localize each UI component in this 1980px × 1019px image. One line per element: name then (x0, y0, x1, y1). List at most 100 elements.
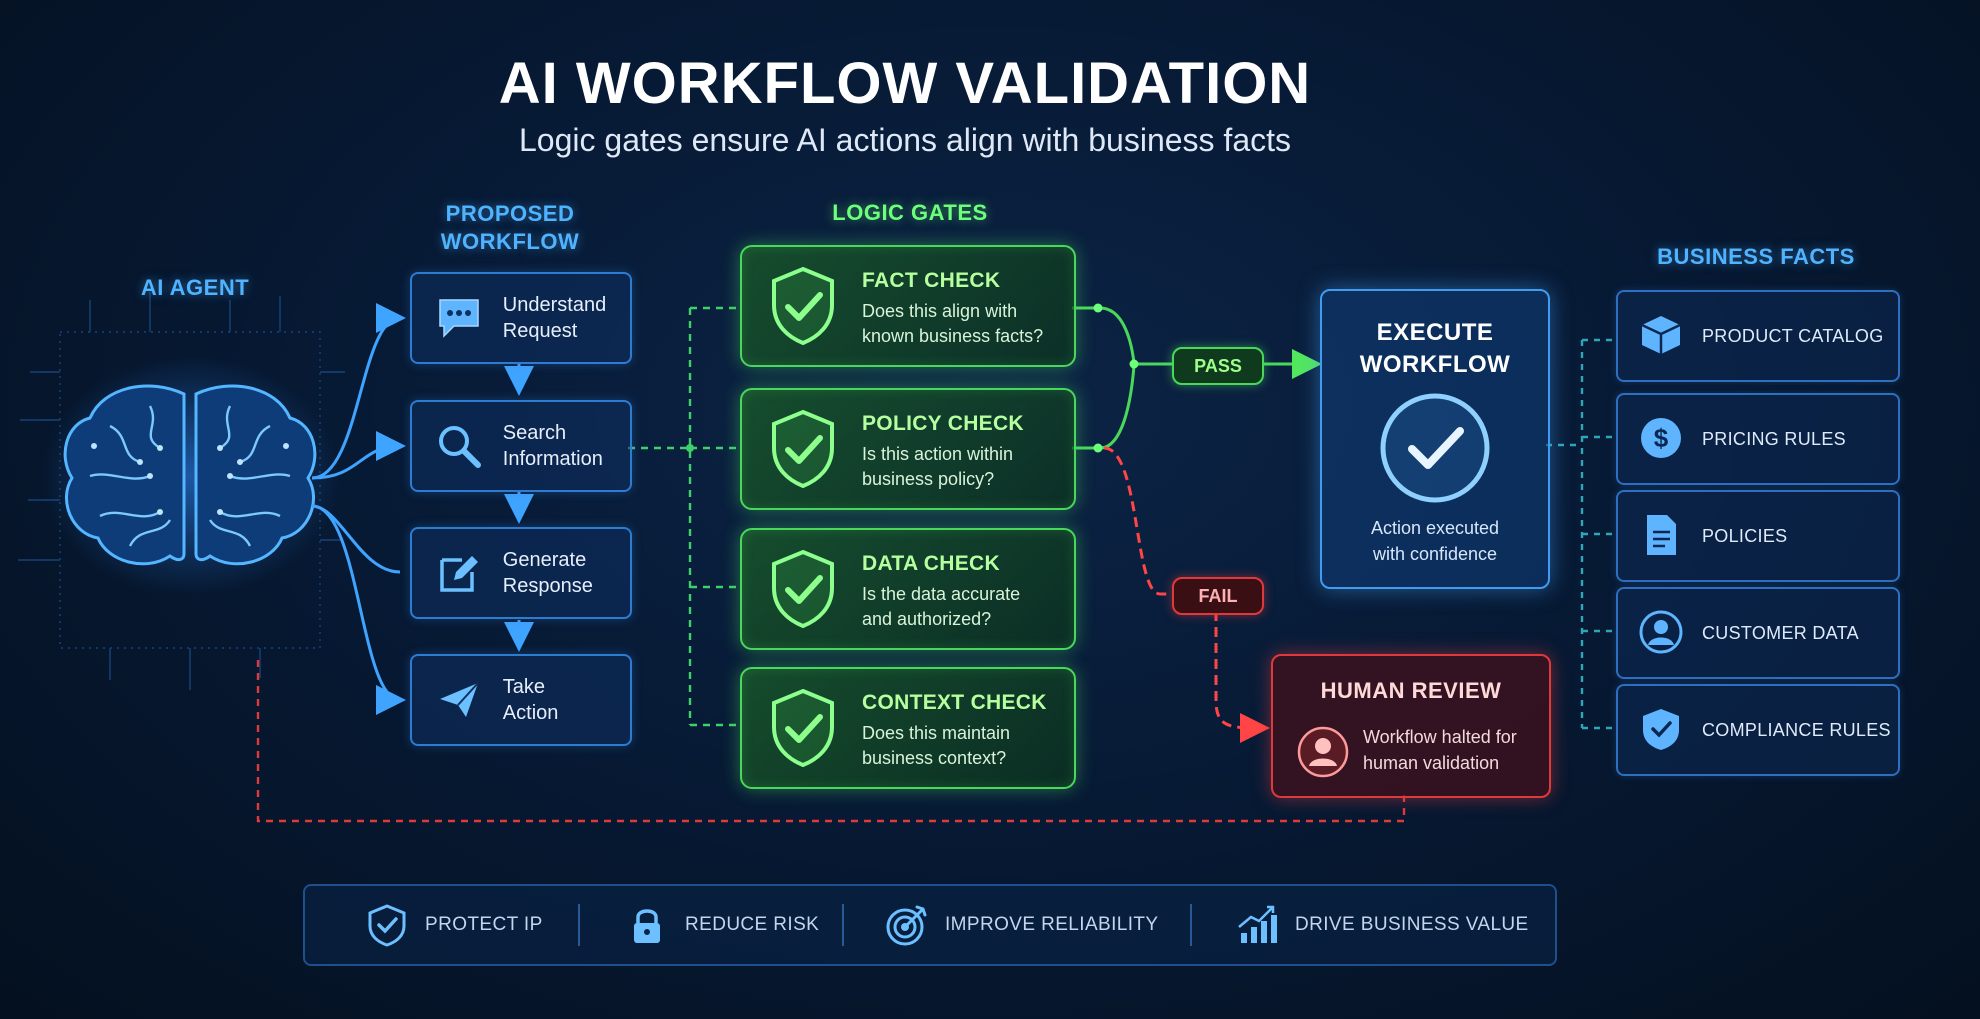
fail-badge: FAIL (1172, 577, 1264, 615)
benefit-protect-ip: PROTECT IP (365, 886, 543, 964)
gate-title: POLICY CHECK (862, 412, 1024, 435)
edit-pencil-icon (432, 550, 487, 596)
fact-compliance-rules: COMPLIANCE RULES (1616, 684, 1900, 776)
benefit-reduce-risk: REDUCE RISK (625, 886, 819, 964)
step-line2: Request (502, 320, 578, 342)
divider (842, 904, 844, 946)
workflow-step-generate: Generate Response (410, 527, 632, 619)
gate-title: FACT CHECK (862, 269, 1001, 292)
workflow-step-text: Search Information (503, 420, 630, 472)
gate-desc-line2: known business facts? (862, 326, 1044, 346)
gate-desc-line2: business policy? (862, 469, 995, 489)
package-icon (1641, 316, 1681, 354)
agent-label: AI AGENT (140, 275, 250, 300)
fact-label: CUSTOMER DATA (1702, 623, 1859, 643)
step-line2: Information (502, 448, 603, 470)
circuit-frame (18, 292, 345, 690)
workflow-label: PROPOSED WORKFLOW (400, 200, 620, 256)
fact-customer-data: CUSTOMER DATA (1616, 587, 1900, 679)
step-line1: Search (502, 422, 567, 444)
benefit-label: REDUCE RISK (685, 914, 820, 935)
gate-description: Does this align with known business fact… (862, 299, 1072, 349)
review-desc-line1: Workflow halted for (1363, 727, 1517, 747)
user-avatar-icon (1297, 726, 1349, 778)
divider (1190, 904, 1192, 946)
shield-check-icon (772, 409, 834, 489)
svg-text:$: $ (1654, 423, 1669, 453)
workflow-step-text: Take Action (503, 674, 630, 726)
execute-workflow-panel: EXECUTE WORKFLOW Action executed with co… (1320, 289, 1550, 589)
step-line2: Action (502, 702, 559, 724)
gate-description: Does this maintain business context? (862, 721, 1072, 771)
pass-badge: PASS (1172, 347, 1264, 385)
workflow-step-text: Generate Response (503, 547, 630, 599)
gate-title: DATA CHECK (862, 552, 1000, 575)
paper-plane-icon (432, 677, 487, 723)
gate-title: CONTEXT CHECK (862, 691, 1047, 714)
brain-icon (40, 356, 340, 596)
step-line2: Response (502, 575, 593, 597)
shield-check-icon (1643, 709, 1679, 750)
workflow-label-line1: PROPOSED (445, 201, 575, 226)
execute-description: Action executed with confidence (1322, 515, 1548, 567)
gate-desc-line2: and authorized? (862, 609, 992, 629)
fact-label: PRICING RULES (1702, 429, 1846, 449)
gate-desc-line1: Is this action within (862, 444, 1014, 464)
benefit-label: PROTECT IP (425, 914, 543, 935)
gate-desc-line1: Is the data accurate (862, 584, 1021, 604)
review-title: HUMAN REVIEW (1320, 678, 1502, 703)
workflow-label-line2: WORKFLOW (440, 229, 580, 254)
execute-title: EXECUTE WORKFLOW (1322, 317, 1548, 381)
gate-desc-line2: business context? (862, 748, 1007, 768)
benefit-label: DRIVE BUSINESS VALUE (1295, 914, 1529, 935)
gate-description: Is this action within business policy? (862, 442, 1072, 492)
growth-chart-icon (1238, 905, 1277, 943)
shield-check-icon (772, 549, 834, 629)
fact-label: POLICIES (1702, 526, 1788, 546)
shield-check-icon (772, 266, 834, 346)
gate-description: Is the data accurate and authorized? (862, 582, 1072, 632)
check-circle-icon (1380, 393, 1490, 503)
chat-bubble-icon (432, 296, 487, 340)
shield-check-icon (772, 688, 834, 768)
workflow-step-understand: Understand Request (410, 272, 632, 364)
divider (578, 904, 580, 946)
execute-desc-line1: Action executed (1370, 518, 1500, 538)
benefits-bar: PROTECT IP REDUCE RISK IMPROVE RELIABILI… (303, 884, 1557, 966)
step-line1: Generate (502, 549, 587, 571)
fact-product-catalog: PRODUCT CATALOG (1616, 290, 1900, 382)
fact-label: PRODUCT CATALOG (1702, 326, 1884, 346)
gate-context-check: CONTEXT CHECK Does this maintain busines… (740, 667, 1076, 789)
review-description: Workflow halted for human validation (1363, 724, 1543, 776)
workflow-step-text: Understand Request (503, 292, 630, 344)
workflow-step-action: Take Action (410, 654, 632, 746)
execute-desc-line2: with confidence (1372, 544, 1498, 564)
gate-fact-check: FACT CHECK Does this align with known bu… (740, 245, 1076, 367)
gate-policy-check: POLICY CHECK Is this action within busin… (740, 388, 1076, 510)
execute-title-line2: WORKFLOW (1359, 351, 1511, 378)
gate-desc-line1: Does this align with (862, 301, 1018, 321)
lock-icon (634, 909, 660, 943)
fact-policies: POLICIES (1616, 490, 1900, 582)
human-review-panel: HUMAN REVIEW Workflow halted for human v… (1271, 654, 1551, 798)
page-subtitle: Logic gates ensure AI actions align with… (519, 122, 1291, 158)
gates-label: LOGIC GATES (832, 200, 988, 225)
benefit-improve-reliability: IMPROVE RELIABILITY (885, 886, 1159, 964)
target-icon (886, 905, 927, 946)
gate-desc-line1: Does this maintain (862, 723, 1011, 743)
gate-data-check: DATA CHECK Is the data accurate and auth… (740, 528, 1076, 650)
magnifier-icon (432, 423, 487, 469)
step-line1: Understand (502, 294, 607, 316)
facts-label: BUSINESS FACTS (1657, 244, 1855, 269)
step-line1: Take (502, 676, 546, 698)
fact-pricing-rules: $ PRICING RULES (1616, 393, 1900, 485)
benefit-drive-business-value: DRIVE BUSINESS VALUE (1235, 886, 1529, 964)
execute-title-line1: EXECUTE (1376, 319, 1494, 346)
workflow-step-search: Search Information (410, 400, 632, 492)
review-desc-line2: human validation (1363, 753, 1500, 773)
benefit-label: IMPROVE RELIABILITY (945, 914, 1159, 935)
dollar-icon: $ (1641, 418, 1681, 458)
fact-label: COMPLIANCE RULES (1702, 720, 1891, 740)
page-title: AI WORKFLOW VALIDATION (498, 51, 1312, 116)
